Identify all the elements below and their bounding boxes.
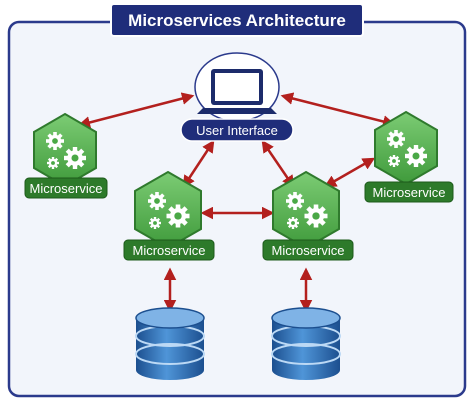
microservice-label: Microservice [30, 181, 103, 196]
laptop-icon [194, 52, 280, 122]
arrow-ui-service-center-right [261, 139, 295, 189]
diagram-title: Microservices Architecture [128, 11, 346, 30]
user-interface-label: User Interface [196, 123, 278, 138]
microservice-label-center-left: Microservice [123, 239, 215, 261]
microservice-label-left: Microservice [24, 177, 108, 199]
arrow-service-center-right-service-right [323, 157, 376, 188]
arrow-ui-service-right [280, 92, 396, 128]
title-banner: Microservices Architecture [110, 3, 364, 37]
microservice-label-center-right: Microservice [262, 239, 354, 261]
microservice-label-right: Microservice [364, 181, 454, 203]
arrow-ui-service-left [77, 92, 195, 129]
microservice-label: Microservice [373, 185, 446, 200]
microservice-label: Microservice [133, 243, 206, 258]
microservice-label: Microservice [272, 243, 345, 258]
arrow-ui-service-center-left [182, 139, 215, 189]
database-icon [135, 307, 205, 380]
connections [77, 92, 396, 313]
database-icon [271, 307, 341, 380]
user-interface-node: User Interface [180, 52, 294, 142]
